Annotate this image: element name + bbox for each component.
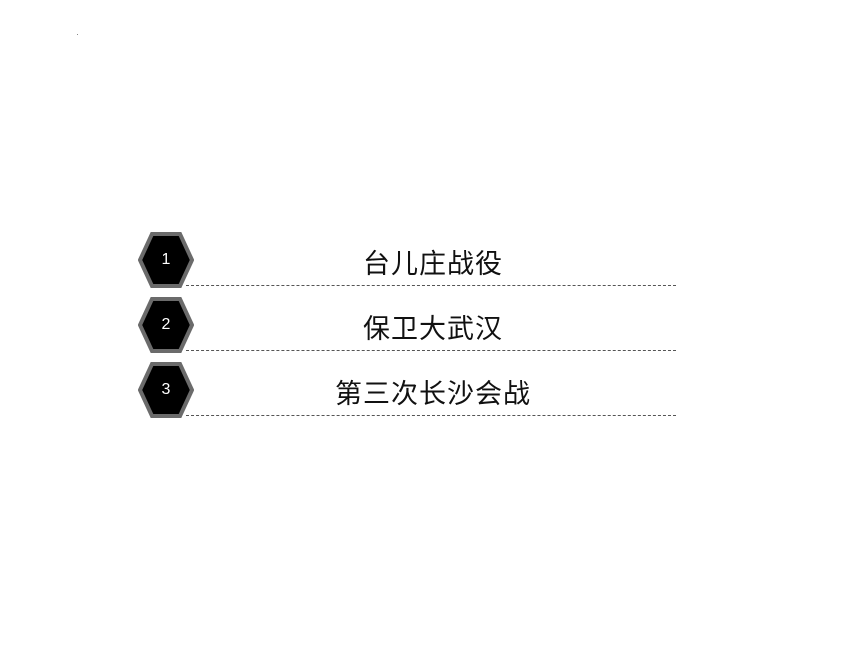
item-number: 3 (161, 381, 171, 398)
toc-item-3[interactable]: 3 第三次长沙会战 (138, 362, 680, 419)
corner-dot (77, 34, 78, 35)
item-number: 2 (161, 316, 171, 333)
item-title: 保卫大武汉 (363, 314, 503, 345)
dashed-divider (186, 285, 676, 286)
table-of-contents: 1 台儿庄战役 2 保卫大武汉 3 第三次长沙会战 (138, 232, 680, 427)
dashed-divider (186, 350, 676, 351)
hexagon-badge-icon: 2 (138, 297, 194, 353)
toc-item-2[interactable]: 2 保卫大武汉 (138, 297, 680, 354)
item-number: 1 (161, 251, 171, 268)
item-title: 第三次长沙会战 (335, 379, 531, 410)
item-title: 台儿庄战役 (363, 249, 503, 280)
hexagon-badge-icon: 3 (138, 362, 194, 418)
dashed-divider (186, 415, 676, 416)
toc-item-1[interactable]: 1 台儿庄战役 (138, 232, 680, 289)
hexagon-badge-icon: 1 (138, 232, 194, 288)
